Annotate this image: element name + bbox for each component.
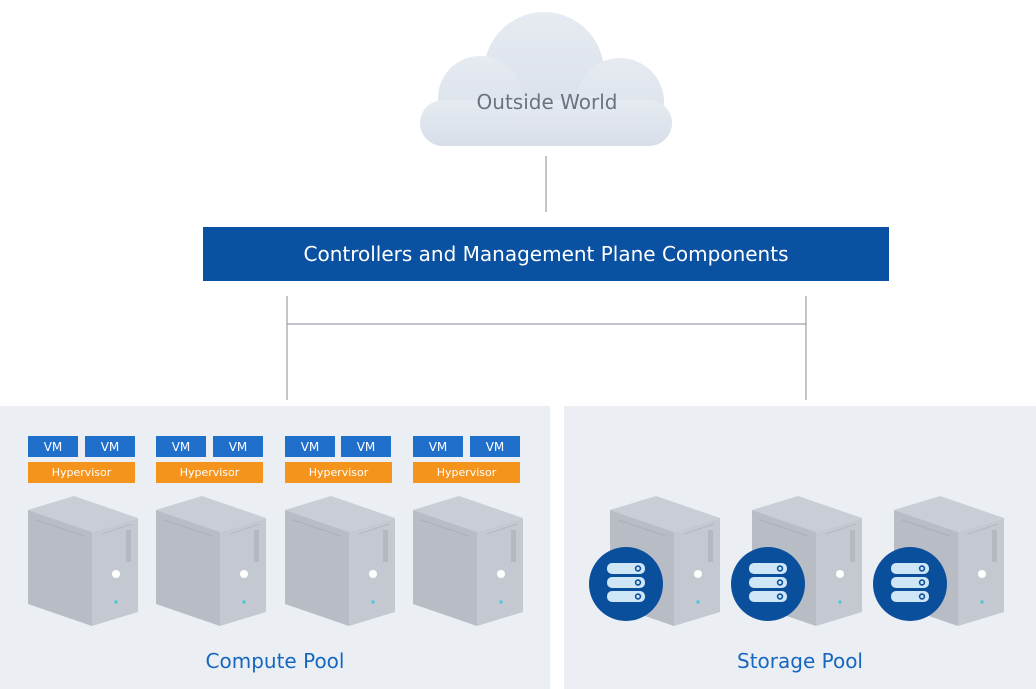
server-icon — [28, 496, 138, 626]
hypervisor-box: Hypervisor — [413, 462, 520, 483]
storage-pool-label: Storage Pool — [737, 649, 863, 673]
compute-pool: VM VM Hypervisor VM VM Hypervisor VM VM … — [0, 406, 550, 689]
hypervisor-box: Hypervisor — [285, 462, 392, 483]
vm-box: VM — [213, 436, 263, 457]
cloud-label: Outside World — [476, 90, 618, 114]
server-icon — [285, 496, 395, 626]
vm-box: VM — [285, 436, 335, 457]
vm-box: VM — [156, 436, 206, 457]
controllers-label: Controllers and Management Plane Compone… — [303, 242, 789, 266]
database-icon — [588, 546, 664, 622]
database-icon — [730, 546, 806, 622]
storage-pool: Storage Pool — [564, 406, 1036, 689]
controllers-bar: Controllers and Management Plane Compone… — [203, 227, 889, 281]
vm-box: VM — [470, 436, 520, 457]
cloud-icon — [420, 12, 672, 146]
server-icon — [156, 496, 266, 626]
compute-pool-label: Compute Pool — [205, 649, 345, 673]
vm-box: VM — [28, 436, 78, 457]
hypervisor-box: Hypervisor — [28, 462, 135, 483]
vm-box: VM — [85, 436, 135, 457]
database-icon — [872, 546, 948, 622]
server-icon — [413, 496, 523, 626]
hypervisor-box: Hypervisor — [156, 462, 263, 483]
vm-box: VM — [413, 436, 463, 457]
vm-box: VM — [341, 436, 391, 457]
